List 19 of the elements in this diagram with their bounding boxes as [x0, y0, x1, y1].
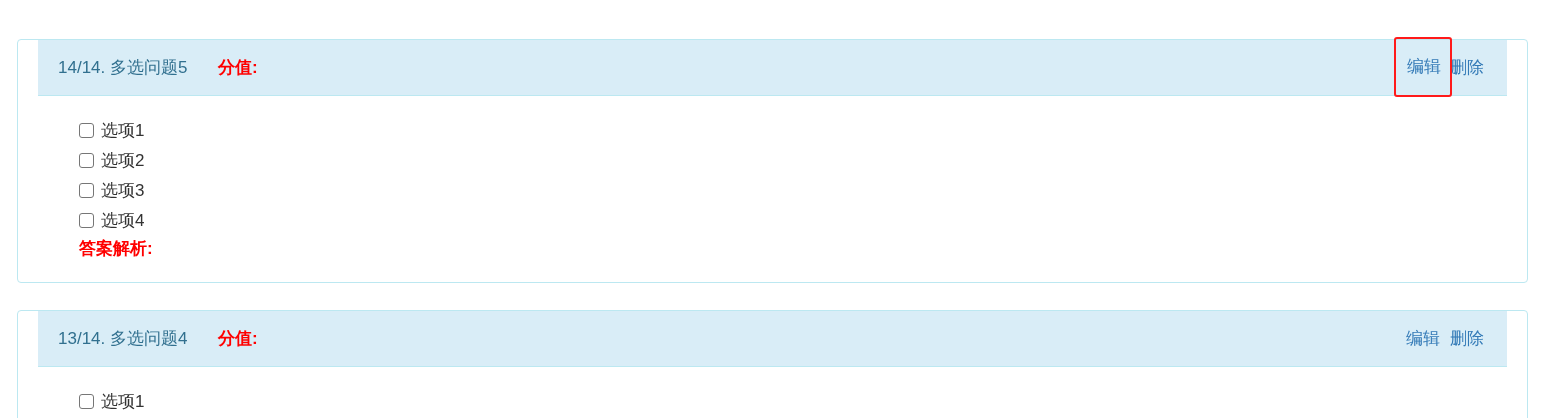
score-label: 分值:	[218, 328, 258, 350]
question-card	[17, 39, 1528, 283]
highlight-box	[1394, 37, 1452, 97]
question-title: 13/14. 多选问题4	[58, 328, 188, 350]
score-label: 分值:	[218, 57, 258, 79]
edit-link: 编辑	[1406, 328, 1440, 350]
option-label: 选项2	[101, 150, 145, 172]
option-label: 选项1	[101, 391, 145, 413]
edit-link: 编辑	[1407, 56, 1441, 78]
delete-link: 删除	[1450, 328, 1484, 350]
question-title: 14/14. 多选问题5	[58, 57, 188, 79]
card-header	[38, 311, 1507, 367]
option-label: 选项1	[101, 120, 145, 142]
option-label: 选项4	[101, 210, 145, 232]
card-header	[38, 40, 1507, 96]
answer-analysis-label: 答案解析:	[79, 238, 153, 260]
question-card	[17, 310, 1528, 418]
delete-link: 删除	[1450, 57, 1484, 79]
option-label: 选项3	[101, 180, 145, 202]
